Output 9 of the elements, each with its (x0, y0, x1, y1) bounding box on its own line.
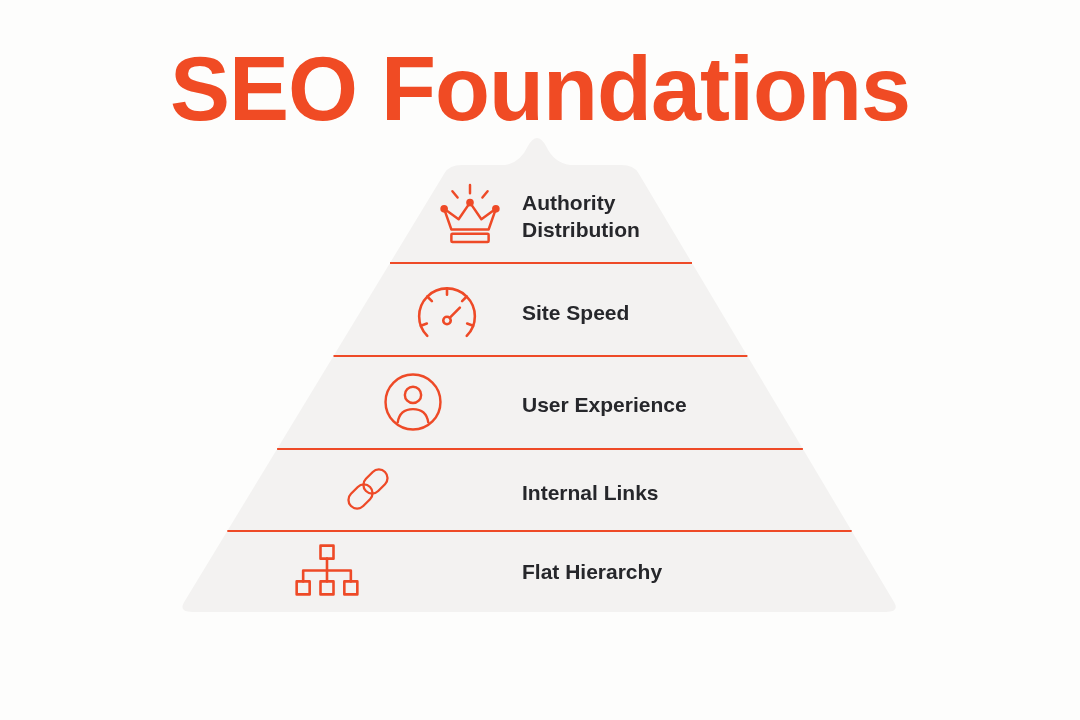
tier-label: Site Speed (522, 299, 630, 326)
tier-label: User Experience (522, 391, 687, 418)
pyramid-tier (332, 264, 749, 357)
tier-label: Authority Distribution (522, 190, 641, 243)
pyramid-tier (276, 357, 804, 450)
tier-label: Flat Hierarchy (522, 558, 663, 585)
tier-label: Internal Links (522, 479, 659, 506)
title: SEO Foundations (170, 44, 910, 134)
pyramid-tier (226, 450, 853, 532)
